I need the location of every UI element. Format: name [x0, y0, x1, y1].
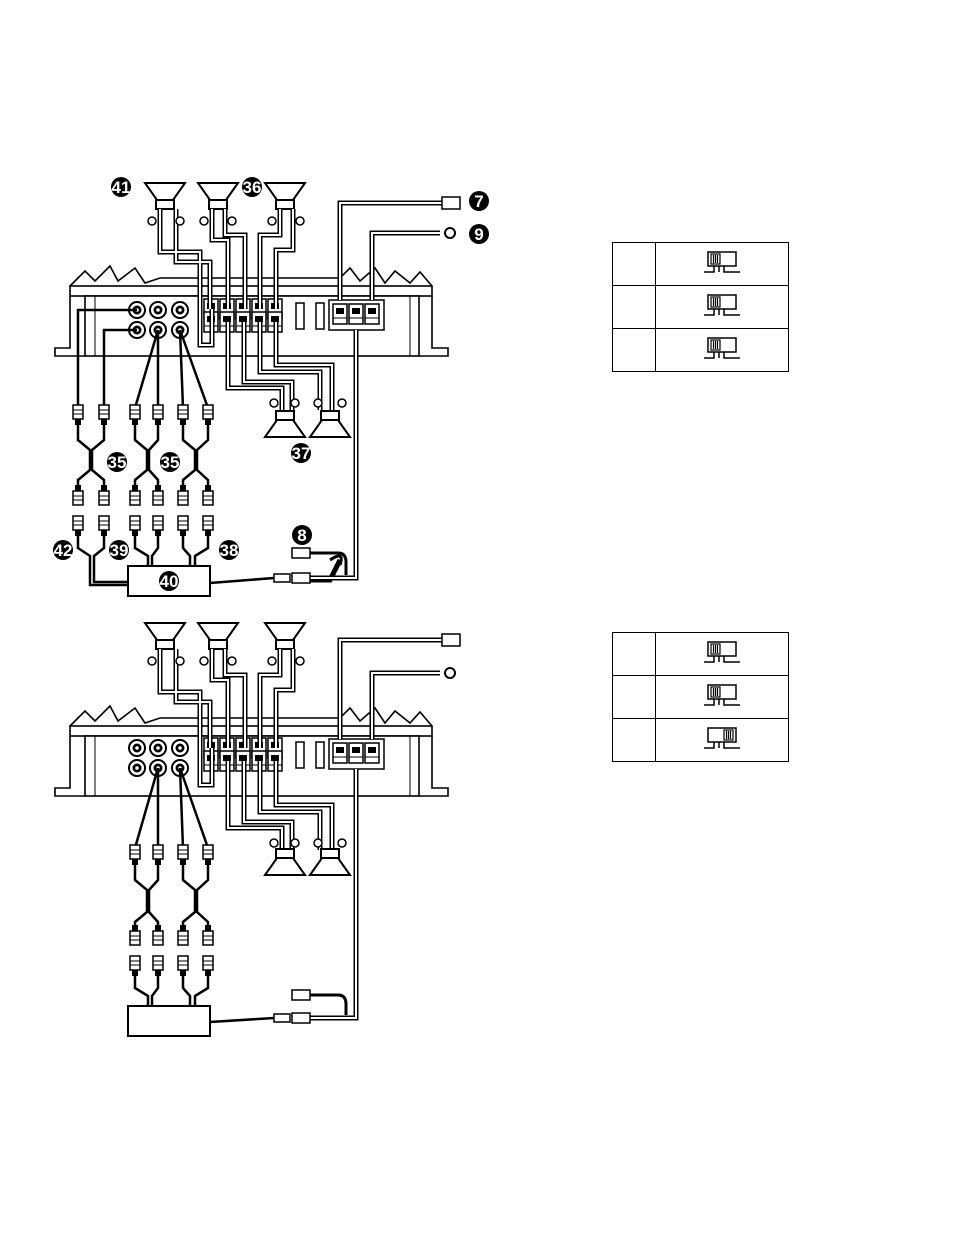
- switch-icon: [656, 286, 789, 329]
- switch-icon: [656, 719, 789, 762]
- svg-text:35: 35: [108, 453, 127, 472]
- diagram-2: [55, 623, 460, 1036]
- svg-text:9: 9: [474, 225, 483, 244]
- front-speakers-2: [145, 623, 305, 649]
- switch-table-1: [612, 242, 789, 372]
- callout-40: 40: [159, 571, 179, 591]
- callout-37: 37: [291, 443, 311, 463]
- switch-icon: [656, 676, 789, 719]
- callout-35b: 35: [160, 452, 180, 472]
- switch-table-2: [612, 632, 789, 762]
- switch-row: [613, 676, 789, 719]
- callout-8: 8: [292, 525, 312, 545]
- svg-text:8: 8: [297, 526, 306, 545]
- svg-text:38: 38: [220, 541, 239, 560]
- callout-7: 7: [469, 191, 489, 211]
- switch-icon: [656, 329, 789, 372]
- front-speakers: [145, 183, 305, 209]
- switch-icon: [656, 633, 789, 676]
- diagram-1: 41 36 7 9 37 35 35 8 42 39 38 40: [53, 177, 489, 596]
- callout-38: 38: [219, 540, 239, 560]
- callout-35a: 35: [107, 452, 127, 472]
- power-terminals-2: [329, 739, 384, 769]
- svg-text:39: 39: [110, 541, 129, 560]
- switch-row: [613, 719, 789, 762]
- callout-42: 42: [53, 540, 73, 560]
- head-unit-2: [128, 1006, 210, 1036]
- callout-9: 9: [469, 224, 489, 244]
- svg-text:7: 7: [474, 192, 483, 211]
- switch-row: [613, 633, 789, 676]
- svg-text:42: 42: [54, 541, 73, 560]
- power-terminals: [329, 300, 384, 330]
- rear-speakers-2: [265, 849, 350, 875]
- svg-text:36: 36: [243, 178, 262, 197]
- svg-text:40: 40: [160, 572, 179, 591]
- switch-row: [613, 243, 789, 286]
- callout-39: 39: [109, 540, 129, 560]
- callout-36: 36: [242, 177, 262, 197]
- switch-row: [613, 329, 789, 372]
- switch-row: [613, 286, 789, 329]
- rear-speakers: [265, 411, 350, 437]
- svg-text:37: 37: [292, 444, 311, 463]
- switch-icon: [656, 243, 789, 286]
- callout-41: 41: [111, 177, 131, 197]
- svg-text:35: 35: [161, 453, 180, 472]
- svg-text:41: 41: [112, 178, 131, 197]
